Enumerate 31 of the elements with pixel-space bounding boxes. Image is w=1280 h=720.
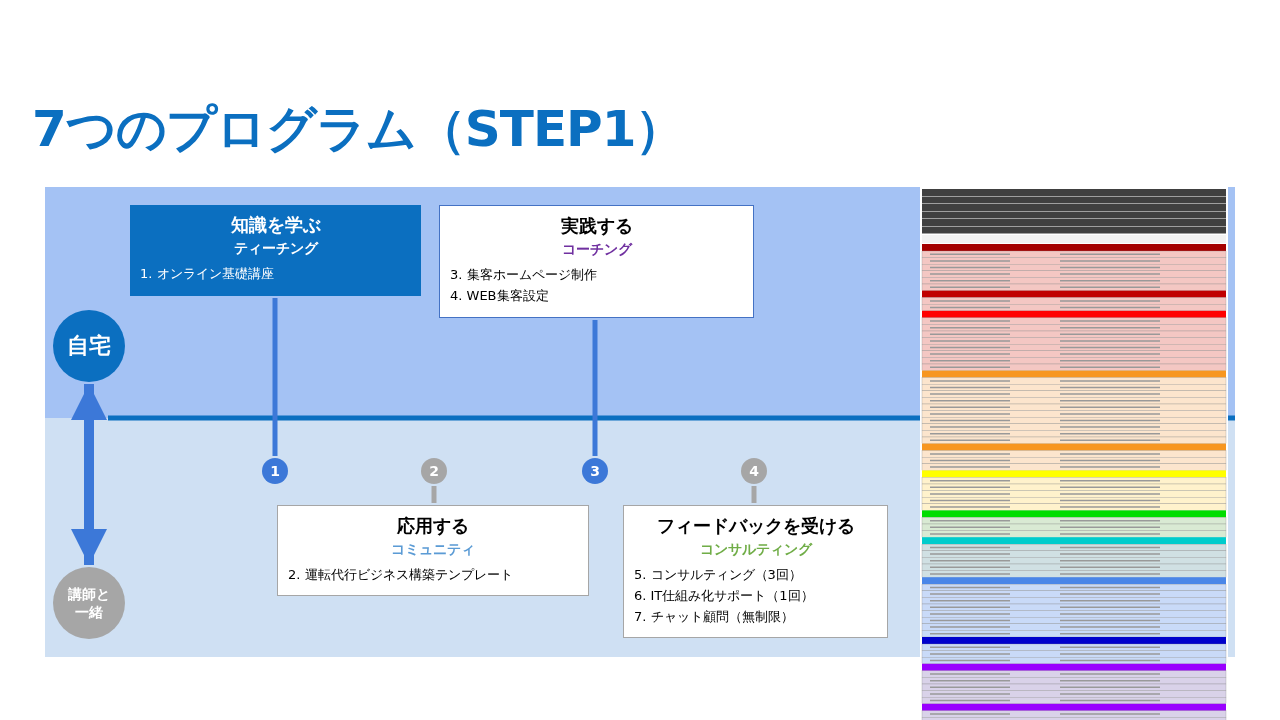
- double-arrow: [71, 384, 107, 565]
- step-subtitle: コミュニティ: [390, 540, 476, 559]
- program-item: 3. 集客ホームページ制作: [450, 266, 598, 284]
- program-item: 5. コンサルティング（3回）: [634, 566, 803, 584]
- step-number: 2: [429, 461, 439, 481]
- program-item: 7. チャット顧問（無制限）: [634, 608, 795, 626]
- step-card: [623, 505, 888, 638]
- connector-line: [272, 298, 278, 456]
- connector-line: [751, 486, 757, 503]
- step-number: 1: [270, 461, 280, 481]
- place-label: 講師と一緒: [67, 584, 111, 622]
- program-item: 6. IT仕組み化サポート（1回）: [634, 587, 815, 605]
- step-title: 実践する: [559, 214, 634, 238]
- connector-line: [431, 486, 437, 503]
- step-number: 3: [590, 461, 600, 481]
- step-card: [439, 205, 754, 318]
- step-number: 4: [749, 461, 759, 481]
- slide-title: 7つのプログラム（STEP1）: [32, 99, 685, 160]
- step-subtitle: コーチング: [560, 240, 634, 259]
- program-item: 1. オンライン基礎講座: [140, 265, 275, 283]
- step-title: 応用する: [396, 514, 470, 538]
- step-subtitle: ティーチング: [232, 239, 320, 258]
- connector-line: [592, 320, 598, 456]
- program-item: 2. 運転代行ビジネス構築テンプレート: [288, 566, 514, 584]
- program-item: 4. WEB集客設定: [450, 287, 550, 305]
- step-card: [130, 205, 421, 296]
- step-subtitle: コンサルティング: [698, 540, 814, 559]
- step-title: フィードバックを受ける: [655, 514, 856, 538]
- place-label: 自宅: [67, 331, 111, 360]
- step-card: [277, 505, 589, 596]
- step-title: 知識を学ぶ: [229, 213, 322, 237]
